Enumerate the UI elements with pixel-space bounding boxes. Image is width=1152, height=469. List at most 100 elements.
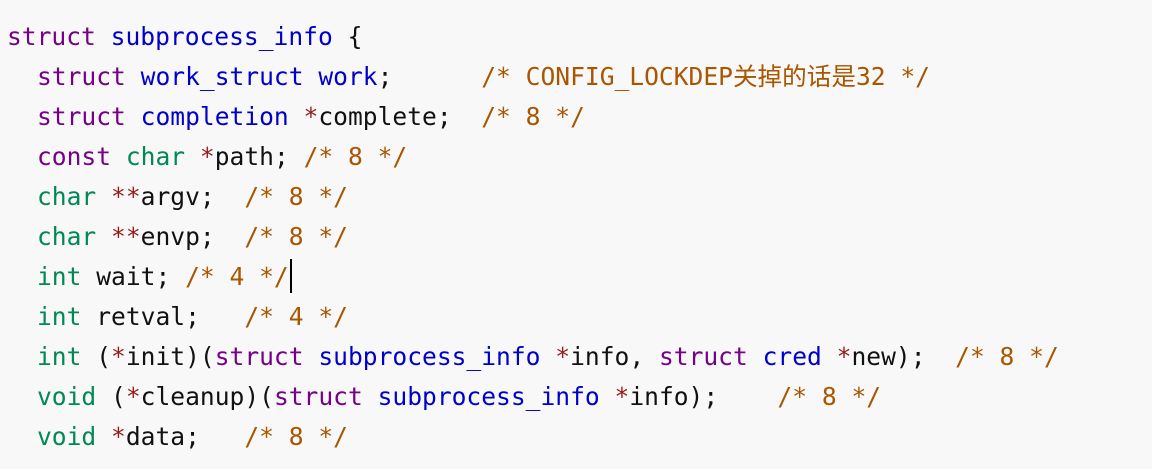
space-token: [96, 422, 111, 451]
space-token: [96, 182, 111, 211]
space-token: [96, 222, 111, 251]
space-token: [81, 342, 96, 371]
keyword-token: const: [37, 142, 112, 171]
space-token: [200, 422, 244, 451]
identifier-token: work: [318, 62, 378, 91]
plain-token: (: [111, 382, 126, 411]
plain-token: retval;: [96, 302, 200, 331]
plain-token: path;: [214, 142, 289, 171]
code-line[interactable]: struct work_struct work; /* CONFIG_LOCKD…: [7, 57, 1152, 97]
identifier-token: subprocess_info: [318, 342, 541, 371]
space-token: [96, 22, 111, 51]
operator-token: *: [555, 342, 571, 371]
plain-token: ;: [377, 62, 393, 91]
keyword-token: struct: [37, 102, 126, 131]
space-token: [81, 302, 96, 331]
code-line[interactable]: const char *path; /* 8 */: [7, 137, 1152, 177]
plain-token: new);: [851, 342, 926, 371]
keyword-token: struct: [37, 62, 126, 91]
type-token: char: [37, 222, 97, 251]
space-token: [289, 102, 304, 131]
space-token: [126, 62, 141, 91]
operator-token: *: [199, 142, 215, 171]
operator-token: *: [614, 382, 630, 411]
code-line[interactable]: void (*cleanup)(struct subprocess_info *…: [7, 377, 1152, 417]
code-line[interactable]: struct subprocess_info {: [7, 17, 1152, 57]
plain-token: wait;: [96, 262, 171, 291]
comment-token: /* 4 */: [244, 302, 348, 331]
code-line[interactable]: int wait; /* 4 */: [7, 257, 1152, 297]
space-token: [392, 62, 481, 91]
plain-token: info);: [629, 382, 719, 411]
type-token: int: [37, 342, 82, 371]
comment-token: /* 8 */: [244, 222, 348, 251]
operator-token: *: [303, 102, 319, 131]
space-token: [126, 102, 141, 131]
comment-token: /* 8 */: [303, 142, 408, 171]
space-token: [81, 262, 96, 291]
space-token: [926, 342, 956, 371]
plain-token: complete;: [318, 102, 452, 131]
operator-token: *: [836, 342, 852, 371]
plain-token: data;: [125, 422, 200, 451]
operator-token: *: [125, 382, 141, 411]
identifier-token: subprocess_info: [110, 22, 333, 51]
operator-token: *: [111, 422, 126, 451]
comment-token: /* 8 */: [955, 342, 1059, 371]
type-token: char: [125, 142, 186, 171]
identifier-token: subprocess_info: [377, 382, 600, 411]
code-line[interactable]: char **argv; /* 8 */: [7, 177, 1152, 217]
space-token: [96, 382, 111, 411]
space-token: [215, 222, 245, 251]
space-token: [748, 342, 763, 371]
plain-token: argv;: [140, 182, 215, 211]
plain-token: envp;: [140, 222, 215, 251]
space-token: [111, 142, 126, 171]
type-token: char: [37, 182, 97, 211]
space-token: [452, 102, 482, 131]
comment-token: /* CONFIG_LOCKDEP关掉的话是32 */: [481, 62, 930, 91]
operator-token: *: [111, 342, 126, 371]
plain-token: init)(: [125, 342, 215, 371]
plain-token: info,: [570, 342, 645, 371]
plain-token: {: [347, 22, 363, 51]
keyword-token: struct: [7, 22, 96, 51]
space-token: [718, 382, 777, 411]
space-token: [200, 302, 244, 331]
comment-token: /* 8 */: [777, 382, 882, 411]
space-token: [600, 382, 615, 411]
operator-token: **: [111, 222, 141, 251]
type-token: int: [37, 302, 82, 331]
comment-token: /* 8 */: [481, 102, 585, 131]
identifier-token: completion: [140, 102, 289, 131]
space-token: [304, 342, 319, 371]
space-token: [333, 22, 348, 51]
space-token: [304, 62, 319, 91]
space-token: [185, 142, 200, 171]
space-token: [170, 262, 185, 291]
comment-token: /* 8 */: [244, 422, 348, 451]
keyword-token: struct: [214, 342, 304, 371]
type-token: void: [37, 382, 97, 411]
plain-token: cleanup)(: [140, 382, 274, 411]
keyword-token: struct: [658, 342, 748, 371]
code-line[interactable]: int retval; /* 4 */: [7, 297, 1152, 337]
keyword-token: struct: [273, 382, 363, 411]
code-line[interactable]: struct completion *complete; /* 8 */: [7, 97, 1152, 137]
space-token: [215, 182, 245, 211]
code-line[interactable]: int (*init)(struct subprocess_info *info…: [7, 337, 1152, 377]
operator-token: **: [111, 182, 141, 211]
code-line[interactable]: char **envp; /* 8 */: [7, 217, 1152, 257]
space-token: [363, 382, 378, 411]
space-token: [644, 342, 659, 371]
type-token: void: [37, 422, 97, 451]
identifier-token: work_struct: [140, 62, 304, 91]
code-line[interactable]: void *data; /* 8 */: [7, 417, 1152, 457]
plain-token: (: [96, 342, 112, 371]
space-token: [540, 342, 555, 371]
type-token: int: [37, 262, 82, 291]
comment-token: /* 8 */: [244, 182, 348, 211]
identifier-token: cred: [762, 342, 822, 371]
space-token: [289, 142, 304, 171]
